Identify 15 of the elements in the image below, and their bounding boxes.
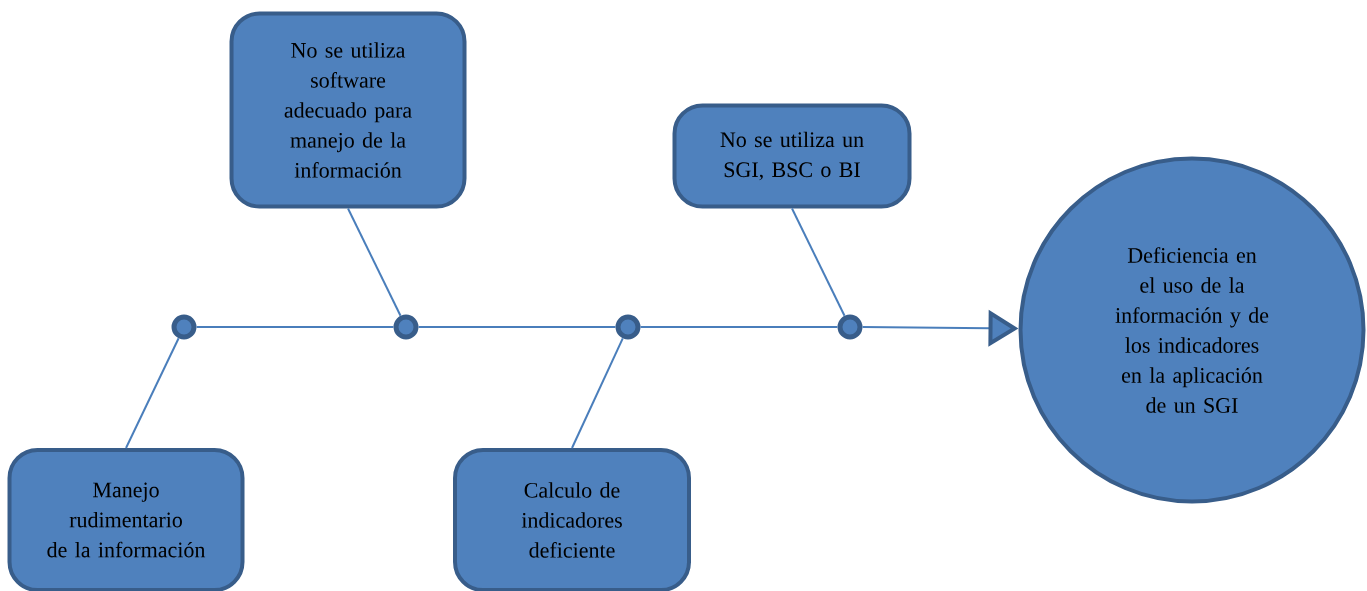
bone-line: [125, 337, 180, 449]
junction-dot: [615, 314, 641, 340]
cause-box: No se utiliza un SGI, BSC o BI: [672, 103, 912, 209]
cause-box: Manejo rudimentario de la información: [7, 448, 245, 591]
fishbone-spine: [639, 326, 839, 328]
cause-box: No se utiliza software adecuado para manejo de la información: [229, 11, 467, 209]
bone-line: [571, 337, 624, 449]
bone-line: [347, 207, 402, 317]
cause-box: Calculo de indicadores deficiente: [453, 448, 691, 591]
fishbone-spine: [417, 326, 617, 328]
bone-line: [791, 207, 846, 317]
junction-dot: [837, 314, 863, 340]
junction-dot: [171, 314, 197, 340]
junction-dot: [393, 314, 419, 340]
fishbone-spine: [195, 326, 395, 328]
